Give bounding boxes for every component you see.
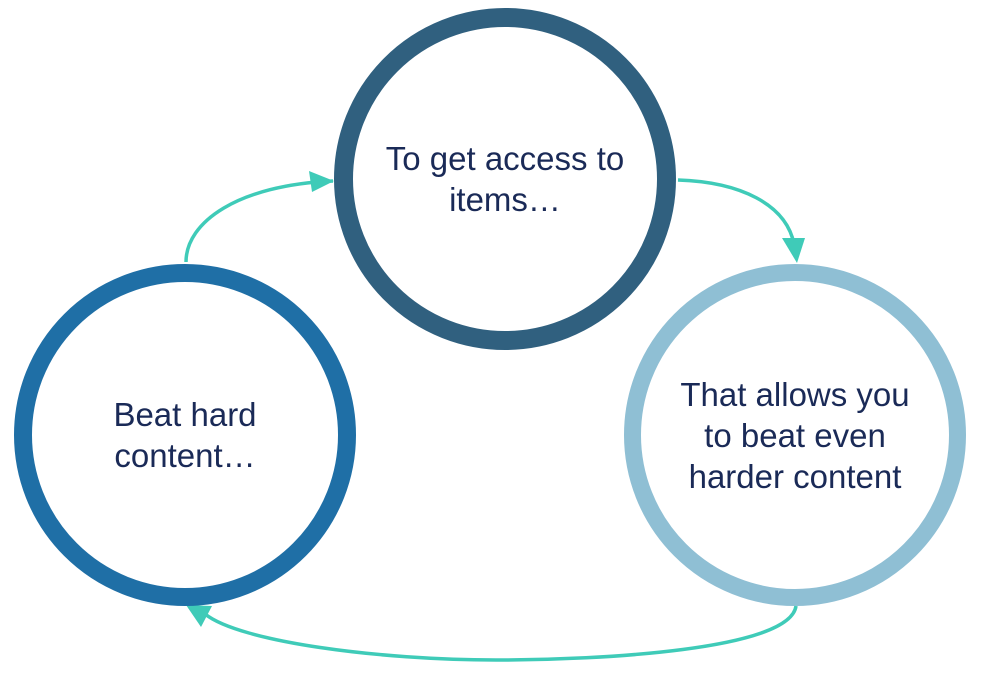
cycle-node-get-items: To get access to items… [334,8,676,350]
node-label-get-items: To get access to items… [385,140,625,218]
arrow-left-to-top [184,179,334,263]
arrow-left-to-top-head [309,171,334,192]
arrow-top-to-right [677,178,796,245]
arrow-top-to-right-head [782,238,805,263]
node-label-beat-hard-content: Beat hard content… [113,396,257,474]
cycle-node-beat-hard-content: Beat hard content… [14,264,356,606]
arrow-right-to-left-head [186,605,212,627]
arrow-right-to-left [203,605,798,662]
cycle-node-beat-harder-content: That allows you to beat even harder cont… [624,264,966,606]
node-label-beat-harder-content: That allows you to beat even harder cont… [680,375,910,495]
